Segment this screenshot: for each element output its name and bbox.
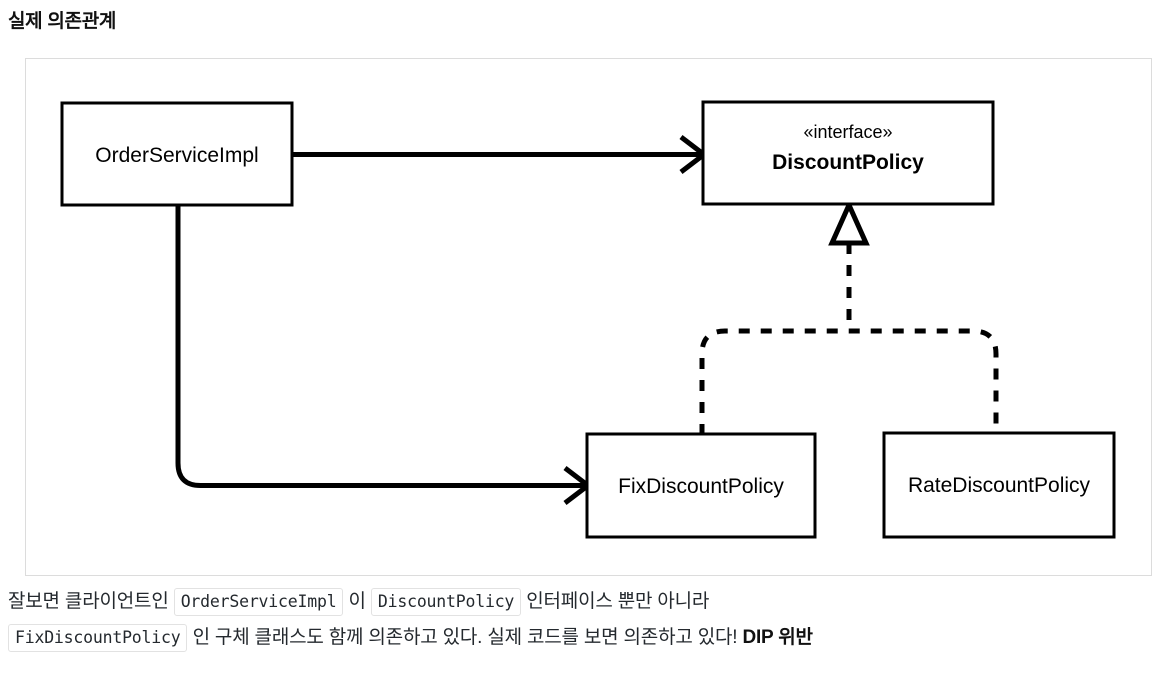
- dependency-line: [175, 205, 590, 488]
- uml-class-diagram: OrderServiceImpl «interface» DiscountPol…: [60, 100, 1116, 539]
- body-text-part4: 인 구체 클래스도 함께 의존하고 있다. 실제 코드를 보면 의존하고 있다!: [187, 627, 743, 648]
- class-box-rate-discount-policy[interactable]: RateDiscountPolicy: [882, 431, 1116, 539]
- class-name-label: FixDiscountPolicy: [618, 475, 784, 498]
- realization-line-bus: [699, 328, 999, 435]
- hollow-triangle-arrowhead-icon: [828, 198, 870, 246]
- edge-impl-fix-and-rate-to-discountpolicy: [699, 198, 999, 435]
- class-box-outline: [882, 431, 1116, 539]
- body-text-part1: 잘보면 클라이언트인: [8, 591, 174, 612]
- class-name-label: OrderServiceImpl: [95, 144, 258, 167]
- class-box-outline: [701, 100, 995, 206]
- class-box-outline: [60, 101, 294, 207]
- class-name-label: RateDiscountPolicy: [908, 474, 1091, 497]
- class-stereotype-label: «interface»: [803, 122, 892, 142]
- edge-dep-order-to-discountpolicy: [293, 135, 709, 174]
- body-text-part3: 인터페이스 뿐만 아니라: [521, 591, 710, 612]
- inline-code-order-service-impl: OrderServiceImpl: [173, 588, 344, 616]
- diagram-container: OrderServiceImpl «interface» DiscountPol…: [25, 58, 1152, 576]
- page-title: 실제 의존관계: [8, 11, 117, 32]
- class-box-order-service-impl[interactable]: OrderServiceImpl: [60, 101, 294, 207]
- body-text-emphasis: DIP 위반: [742, 627, 813, 648]
- inline-code-fix-discount-policy: FixDiscountPolicy: [8, 624, 188, 652]
- body-text-part2: 이: [343, 591, 371, 612]
- class-box-outline: [585, 432, 817, 539]
- class-box-discount-policy[interactable]: «interface» DiscountPolicy: [701, 100, 995, 206]
- class-name-label: DiscountPolicy: [772, 151, 924, 174]
- edge-dep-order-to-fixdiscountpolicy: [175, 205, 593, 505]
- class-box-fix-discount-policy[interactable]: FixDiscountPolicy: [585, 432, 817, 539]
- inline-code-discount-policy: DiscountPolicy: [370, 588, 522, 616]
- body-paragraph: 잘보면 클라이언트인 OrderServiceImpl 이 DiscountPo…: [8, 584, 1168, 656]
